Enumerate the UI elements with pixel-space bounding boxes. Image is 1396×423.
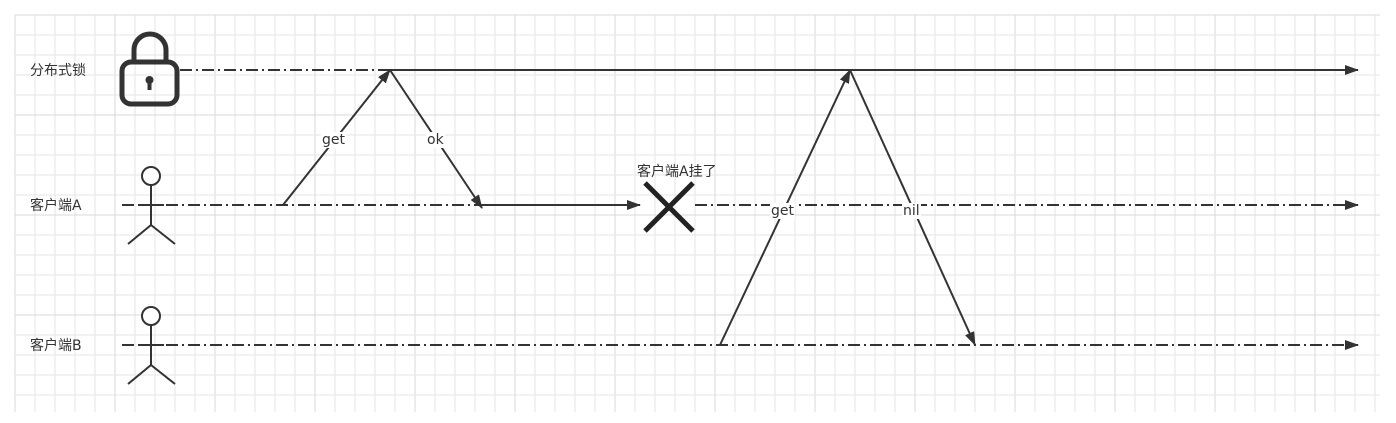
lock-icon bbox=[119, 31, 180, 107]
lane-label-client-a: 客户端A bbox=[30, 198, 82, 214]
message-label-nil-b: nil bbox=[902, 203, 921, 219]
lane-label-lock: 分布式锁 bbox=[30, 63, 86, 79]
background-grid bbox=[14, 14, 1380, 412]
message-label-get-a: get bbox=[321, 132, 346, 148]
lane-label-client-b: 客户端B bbox=[30, 338, 82, 354]
message-label-get-b: get bbox=[770, 203, 795, 219]
message-label-ok-a: ok bbox=[426, 132, 445, 148]
actor-icon bbox=[127, 306, 176, 385]
crash-annotation: 客户端A挂了 bbox=[637, 164, 717, 180]
x-mark-icon bbox=[643, 181, 695, 233]
